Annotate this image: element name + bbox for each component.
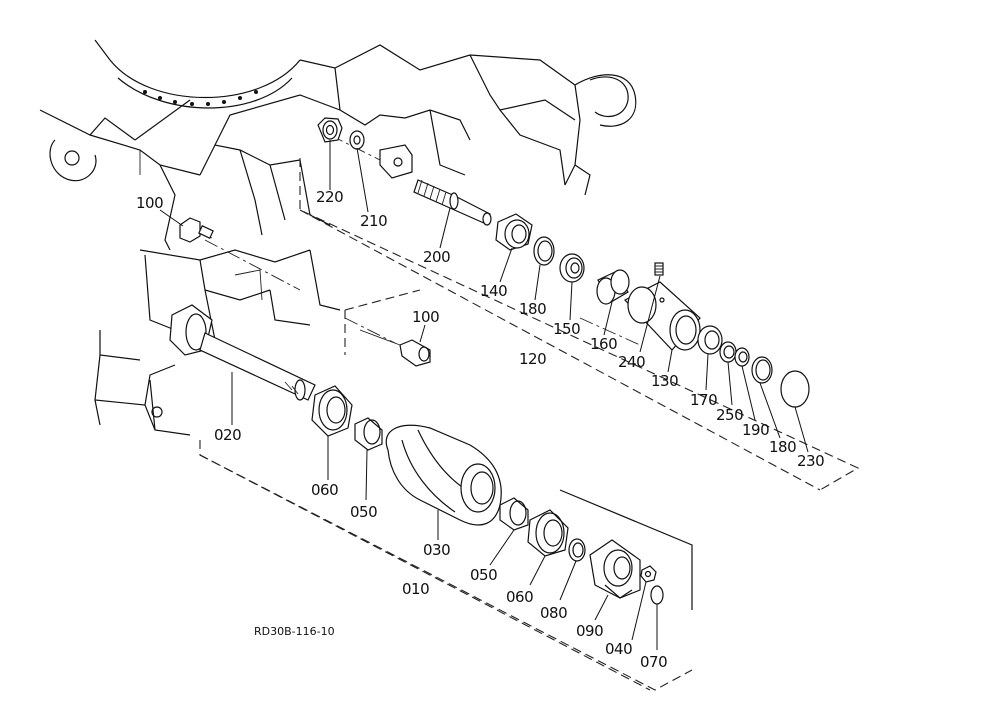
callout-070: 070 [640,653,668,671]
bearing-060-right [527,509,569,557]
bracket-plate [379,144,413,179]
callout-210: 210 [360,212,388,230]
callout-100-middle: 100 [412,308,440,326]
callout-150: 150 [553,320,581,338]
callout-170: 170 [690,391,718,409]
callout-080: 080 [540,604,568,622]
collar-160 [596,269,630,305]
callout-050-left: 050 [350,503,378,521]
callout-230: 230 [797,452,825,470]
callout-220: 220 [316,188,344,206]
ring-190 [734,347,750,367]
bearing-170 [697,325,723,355]
bolt-100-middle [359,329,431,367]
pivot-pin-200 [413,179,492,226]
grease-nipple-240 [654,262,664,276]
callout-060-left: 060 [311,481,339,499]
callout-140: 140 [480,282,508,300]
bearing-060-left [311,385,353,437]
callout-040: 040 [605,640,633,658]
washer-210 [349,130,365,150]
callout-190: 190 [742,421,770,439]
plug-070 [650,585,664,605]
reference-code: RD30B-116-10 [254,625,335,638]
callout-020: 020 [214,426,242,444]
oring-080 [568,538,586,562]
callout-200: 200 [423,248,451,266]
housing-030 [385,424,502,526]
callout-050-right: 050 [470,566,498,584]
callout-160: 160 [590,335,618,353]
leader-lines [159,140,809,650]
nut-220 [317,117,343,143]
bushing-140 [495,213,533,251]
frame-outline [39,39,637,436]
callout-030: 030 [423,541,451,559]
callout-180-upper: 180 [519,300,547,318]
flange-090 [589,539,641,599]
nut-040 [640,565,657,583]
callout-240: 240 [618,353,646,371]
callout-250: 250 [716,406,744,424]
callout-180-lower: 180 [769,438,797,456]
assembly-brackets [199,134,860,691]
callout-090: 090 [576,622,604,640]
bushing-050-right [499,497,529,531]
snap-ring-180-upper [533,236,555,266]
callout-120: 120 [519,350,547,368]
bolt-100-upper [179,217,214,243]
bearing-150 [559,253,585,283]
snap-ring-180-lower [751,356,773,384]
callout-130: 130 [651,372,679,390]
callout-060-right: 060 [506,588,534,606]
cap-230 [780,370,810,408]
shaft-020 [169,304,316,401]
seal-250 [719,341,737,363]
callout-010: 010 [402,580,430,598]
bushing-050-left [354,417,383,451]
housing-130 [624,281,701,351]
callout-100-upper: 100 [136,194,164,212]
